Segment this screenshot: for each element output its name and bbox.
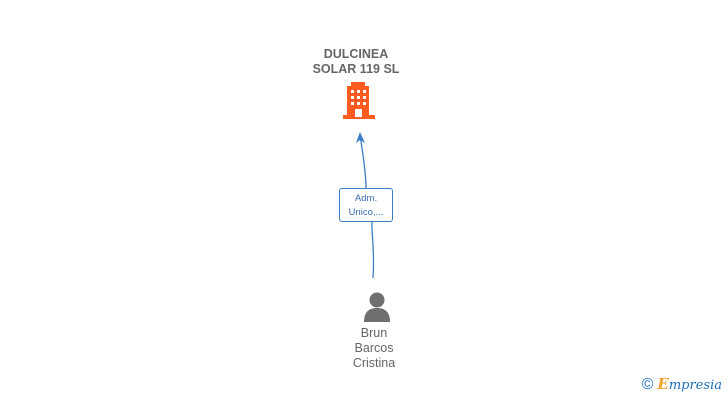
- relation-label-line-2: Unico,...: [348, 207, 384, 218]
- footer-brand: © Empresia: [642, 376, 722, 394]
- relation-label[interactable]: Adm. Unico,...: [339, 188, 393, 222]
- person-name-line-3: Cristina: [352, 356, 396, 370]
- company-name-line-1: DULCINEA: [323, 47, 389, 61]
- logo-text: mpresia: [668, 378, 722, 393]
- company-name[interactable]: DULCINEA SOLAR 119 SL: [284, 47, 428, 77]
- empresia-logo[interactable]: Empresia: [657, 376, 722, 394]
- person-name[interactable]: Brun Barcos Cristina: [314, 326, 434, 371]
- edge-arrowhead: [356, 132, 365, 143]
- person-name-line-2: Barcos: [354, 341, 394, 355]
- building-icon[interactable]: [341, 82, 377, 120]
- person-icon[interactable]: [362, 291, 392, 322]
- company-name-line-2: SOLAR 119 SL: [312, 62, 400, 76]
- person-name-line-1: Brun: [360, 326, 388, 340]
- relation-label-line-1: Adm.: [354, 193, 378, 204]
- copyright-icon: ©: [641, 376, 654, 393]
- logo-initial: E: [657, 375, 669, 393]
